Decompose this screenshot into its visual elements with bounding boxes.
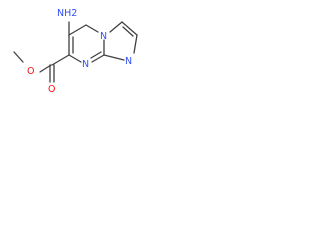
- bond-c8a-n8: [91, 54, 105, 63]
- bond-n8-c7: [68, 54, 82, 63]
- bond-c2-n1: [133, 34, 138, 54]
- atom-label-ring-n-pyrimidine: N: [82, 59, 89, 70]
- bond-methyl-o: [13, 51, 24, 63]
- bond-c3-c2-inner: [122, 26, 134, 37]
- bond-carbonyl-c-c7: [51, 54, 70, 66]
- molecule-structure: NH2 N N N O O: [13, 8, 138, 95]
- atom-label-ring-n-bridgehead: N: [100, 31, 107, 42]
- bond-n4-c3: [109, 21, 123, 33]
- bond-c3-c2: [121, 21, 138, 36]
- structure-canvas: NH2 N N N O O: [0, 0, 173, 113]
- atom-label-ester-oxygen: O: [27, 66, 34, 77]
- atom-label-ring-n-imidazole: N: [125, 56, 132, 67]
- atom-labels: NH2 N N N O O: [27, 8, 132, 95]
- bond-n1-c8a: [103, 54, 125, 61]
- bond-c8a-n8-inner: [90, 51, 102, 59]
- bond-o-carbonyl-c: [39, 64, 52, 73]
- bond-c5-n4: [85, 24, 99, 33]
- atom-label-amino: NH2: [57, 8, 77, 19]
- bonds: [13, 21, 138, 83]
- bond-c6-c5: [68, 24, 87, 36]
- atom-label-carbonyl-oxygen: O: [48, 84, 55, 95]
